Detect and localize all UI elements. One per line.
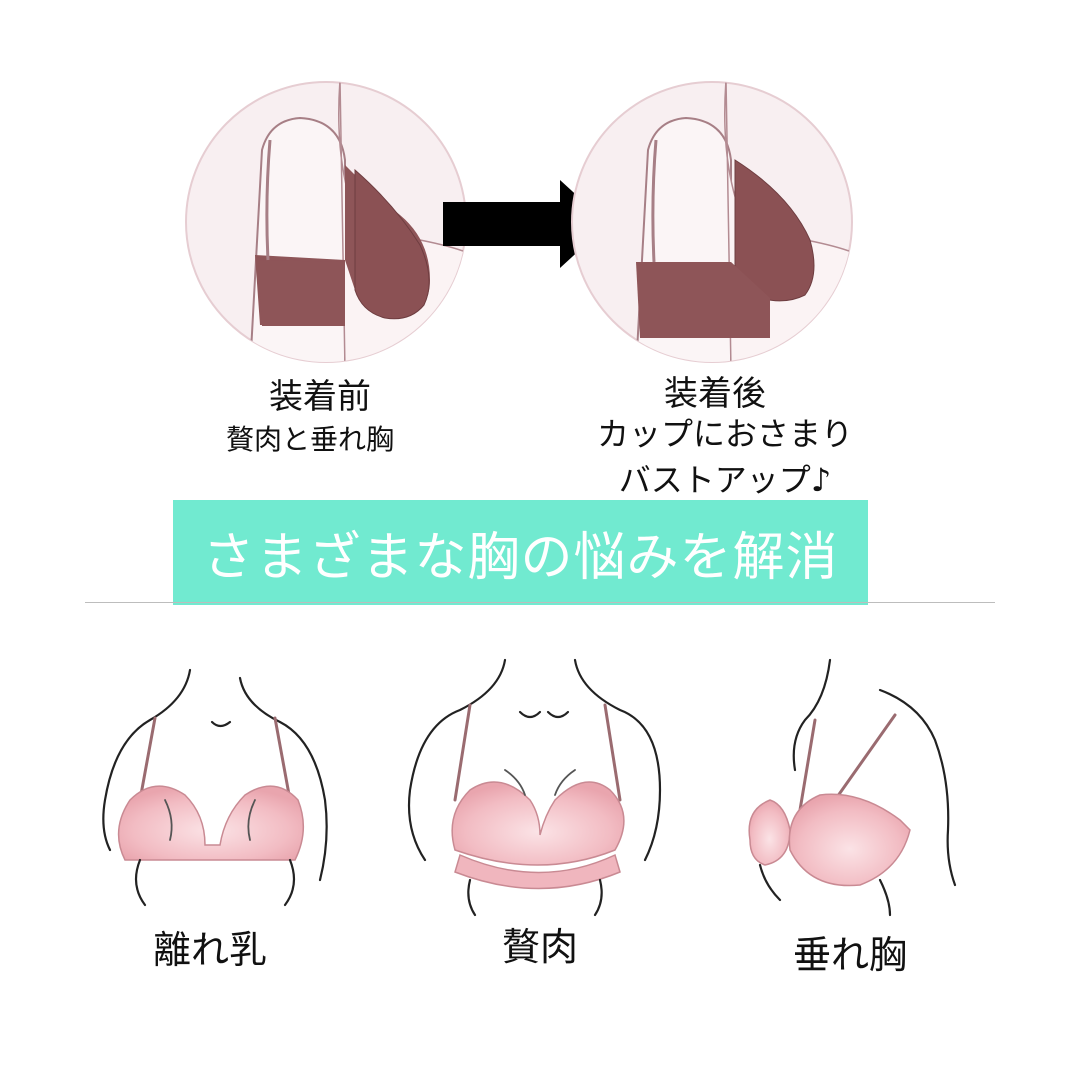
headline-banner: さまざまな胸の悩みを解消 [173,500,868,605]
before-illustration [185,81,467,363]
after-illustration [571,81,853,363]
before-subtitle: 贅肉と垂れ胸 [225,423,394,456]
type-label-excess-fat: 贅肉 [501,925,578,969]
after-subtitle-line1: カップにおさまり [596,415,853,453]
type1-illustration [102,668,328,907]
type-label-sagging: 垂れ胸 [792,933,907,977]
headline-text: さまざまな胸の悩みを解消 [202,528,839,588]
type3-illustration [748,658,957,917]
after-title: 装着後 [664,374,766,414]
section-divider [85,602,995,603]
after-subtitle-line2: バストアップ♪ [618,461,832,499]
before-title: 装着前 [269,377,371,417]
type2-illustration [407,658,662,917]
type-label-separated: 離れ乳 [152,928,267,972]
